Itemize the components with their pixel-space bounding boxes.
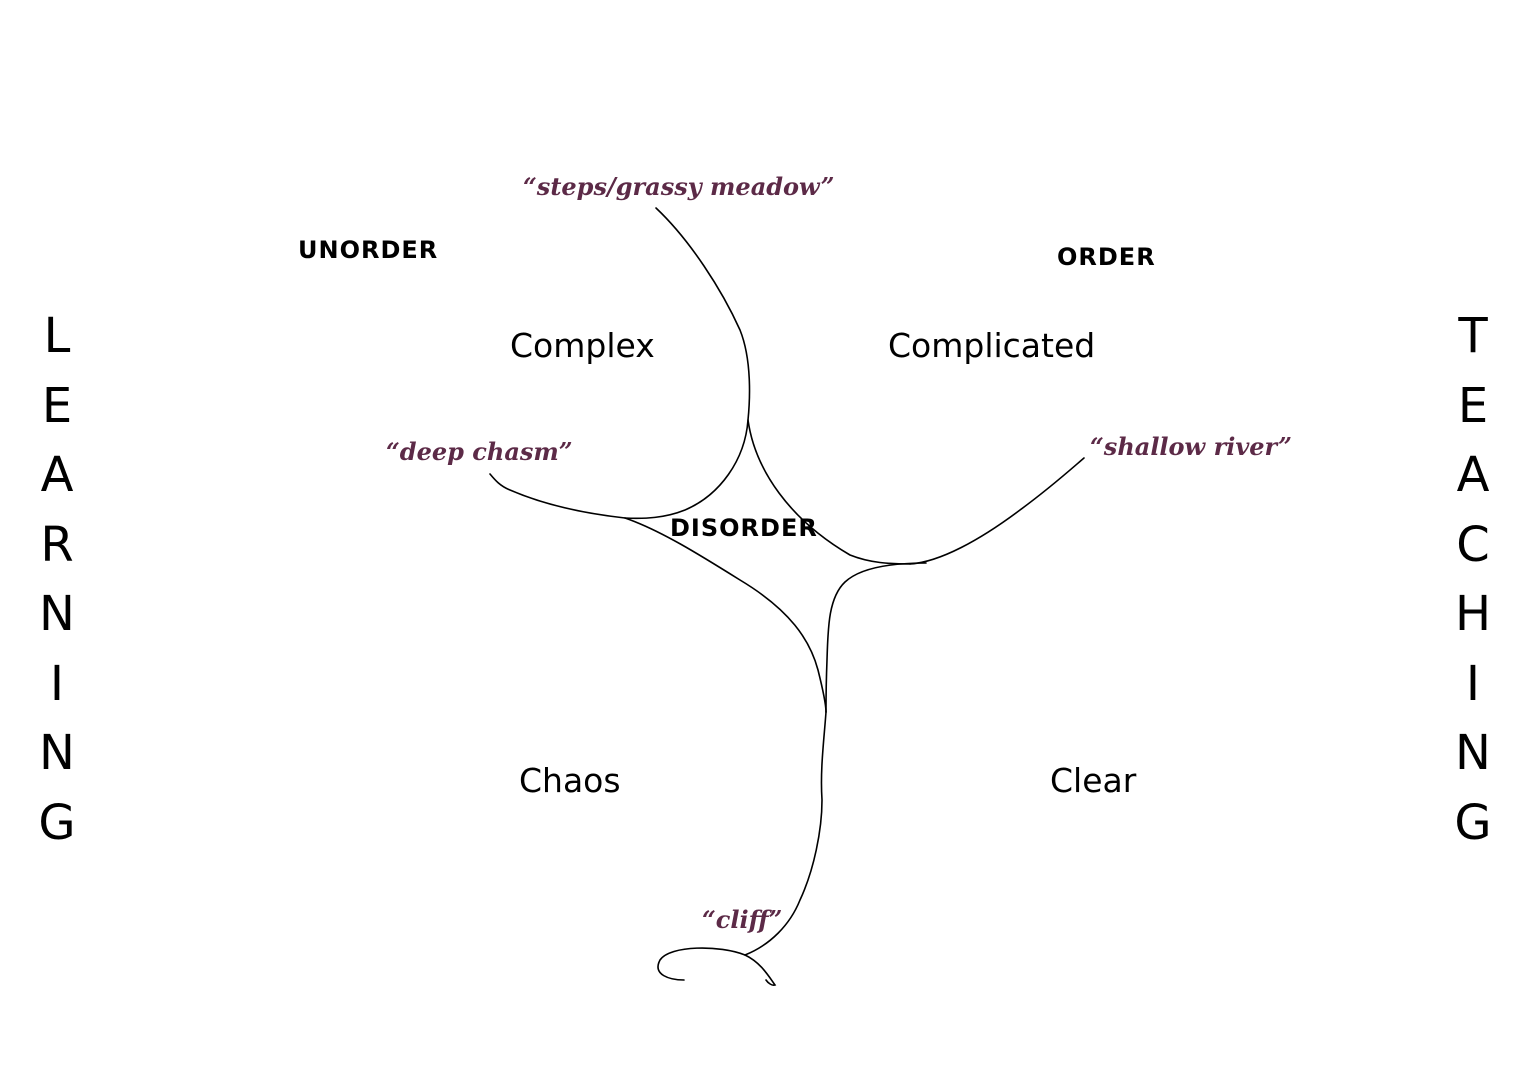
teaching-letter: T [1458, 308, 1488, 364]
order-label: ORDER [1057, 243, 1156, 271]
deep-chasm-metaphor-label: “deep chasm” [386, 437, 573, 466]
complex-domain-label: Complex [510, 326, 655, 365]
learning-letter: N [39, 586, 75, 642]
teaching-letter: N [1455, 725, 1491, 781]
left-boundary-line [489, 473, 626, 519]
shallow-river-metaphor-label: “shallow river” [1090, 432, 1292, 461]
teaching-letter: C [1456, 516, 1490, 573]
teaching-letter: I [1465, 655, 1481, 712]
learning-letter: I [49, 655, 65, 712]
teaching-letter: A [1456, 447, 1490, 503]
disorder-left-bottom-line [624, 517, 827, 713]
learning-letter: L [43, 308, 71, 364]
cliff-curl-line [657, 947, 746, 981]
steps-metaphor-label: “steps/grassy meadow” [523, 172, 835, 201]
right-boundary-line [909, 457, 1085, 565]
cliff-tail-line [744, 954, 777, 986]
learning-letter: R [40, 516, 74, 573]
unorder-label: UNORDER [298, 236, 439, 264]
cliff-metaphor-label: “cliff” [702, 905, 783, 934]
disorder-right-bottom-line [825, 562, 927, 713]
teaching-letter: H [1454, 586, 1492, 642]
learning-letter: E [41, 377, 73, 434]
learning-letter: G [38, 794, 76, 851]
clear-domain-label: Clear [1050, 761, 1137, 800]
teaching-letter: E [1457, 377, 1489, 434]
learning-letter: A [40, 447, 74, 503]
chaos-domain-label: Chaos [519, 761, 621, 800]
top-boundary-line [624, 207, 751, 520]
bottom-boundary-line [744, 711, 827, 956]
disorder-label: DISORDER [670, 514, 818, 542]
complicated-domain-label: Complicated [888, 326, 1096, 365]
teaching-letter: G [1454, 794, 1492, 851]
learning-letter: N [39, 725, 75, 781]
disorder-top-right-line [747, 419, 911, 565]
